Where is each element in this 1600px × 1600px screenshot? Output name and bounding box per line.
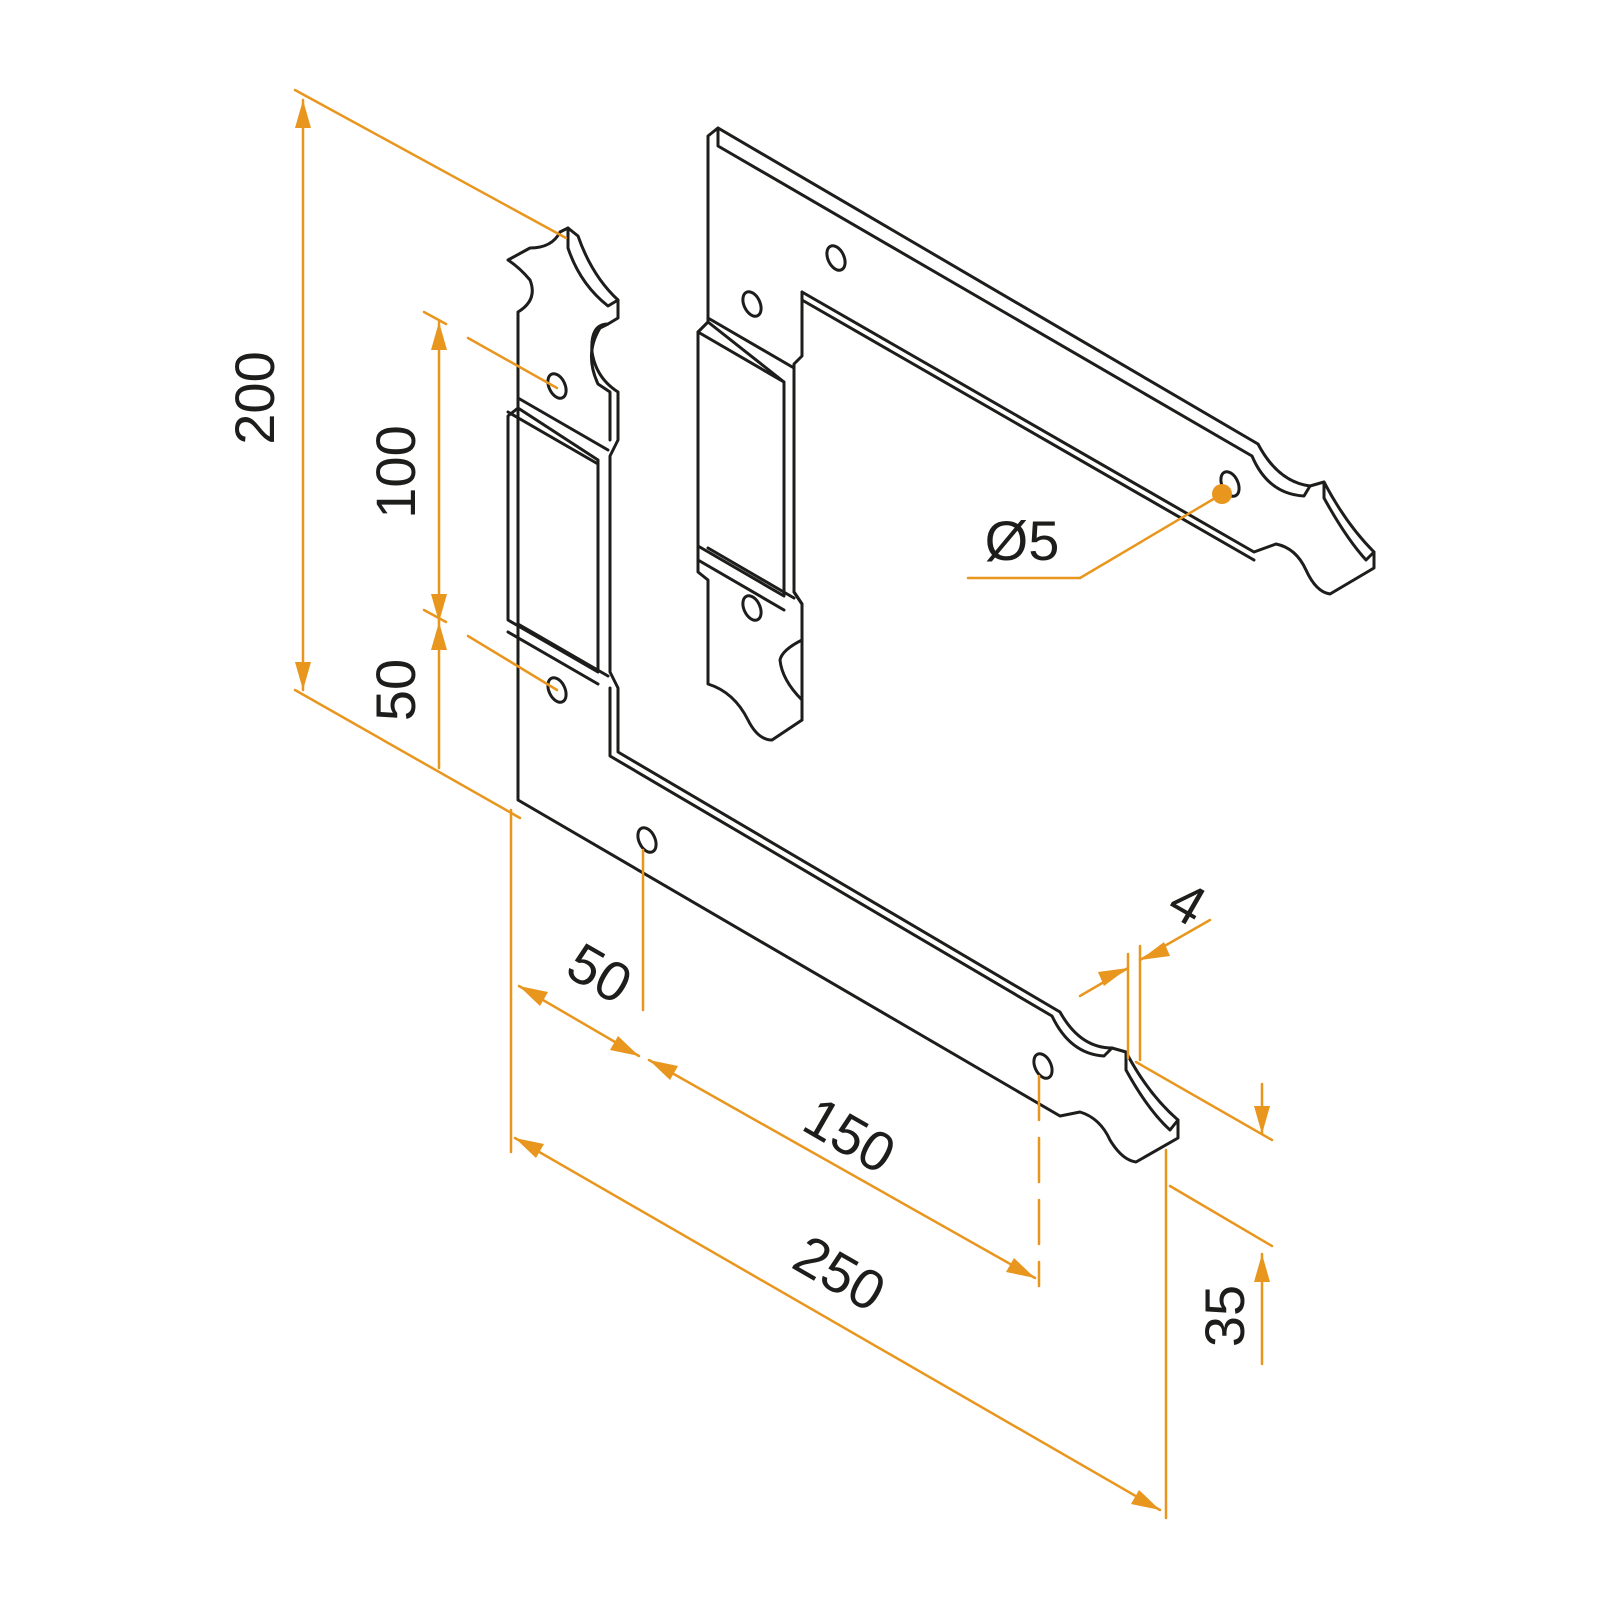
- label-35: 35: [1193, 1285, 1256, 1347]
- arrowhead: [1254, 1254, 1270, 1282]
- label-200: 200: [223, 351, 286, 444]
- hole: [825, 244, 847, 272]
- label-4: 4: [1159, 868, 1217, 938]
- hole: [741, 594, 763, 622]
- arrowhead: [1254, 1106, 1270, 1134]
- front-bracket-slot: [506, 406, 600, 674]
- extension-line: [1168, 1184, 1274, 1248]
- arrowhead: [1131, 1490, 1160, 1510]
- leader-line: [1078, 492, 1224, 580]
- arrowhead: [649, 1060, 678, 1080]
- hole: [546, 372, 568, 400]
- back-bracket-outline: [696, 126, 1376, 742]
- arrowhead: [519, 986, 548, 1006]
- arrowhead: [1098, 968, 1128, 986]
- hole: [636, 826, 658, 854]
- label-diameter: Ø5: [985, 509, 1060, 572]
- extension-line: [293, 88, 568, 240]
- label-50-horizontal: 50: [557, 930, 642, 1016]
- label-150: 150: [794, 1084, 906, 1185]
- back-bracket-edge: [716, 126, 1312, 498]
- hole: [546, 676, 568, 704]
- extension-line: [466, 634, 559, 692]
- back-bracket-edge: [1322, 480, 1376, 562]
- arrowhead: [1140, 942, 1170, 960]
- front-bracket-edge: [590, 322, 612, 442]
- label-50-vertical: 50: [364, 659, 427, 721]
- leader-dot: [1212, 484, 1232, 504]
- extension-line: [422, 608, 448, 624]
- front-bracket-edge: [566, 226, 620, 308]
- arrowhead: [515, 1138, 544, 1158]
- arrowhead: [1006, 1258, 1035, 1278]
- front-bracket-vertical-leg: [506, 226, 1180, 1164]
- back-bracket-edge: [778, 638, 804, 722]
- extension-line: [466, 336, 559, 390]
- label-100: 100: [364, 425, 427, 518]
- back-bracket-inner: [792, 290, 1256, 606]
- arrowhead: [431, 594, 447, 622]
- front-bracket-edge: [608, 686, 1114, 1058]
- dimension-labels: 200 100 50 50 150 250 4 35 Ø5: [223, 351, 1256, 1347]
- extension-line: [1134, 1060, 1274, 1142]
- back-bracket-slot-edge: [696, 316, 796, 612]
- dimension-line-150: [647, 1058, 1037, 1280]
- arrowhead: [610, 1036, 639, 1056]
- hole: [1032, 1052, 1054, 1080]
- arrowhead: [431, 622, 447, 650]
- arrowhead: [295, 100, 311, 128]
- front-bracket-edge: [1124, 1050, 1180, 1132]
- extension-line: [422, 310, 448, 326]
- back-bracket: [696, 126, 1376, 742]
- arrowhead: [295, 662, 311, 690]
- label-250: 250: [784, 1222, 896, 1323]
- front-bracket: [506, 226, 1180, 1164]
- back-bracket-slot: [696, 320, 786, 598]
- dimension-line-250: [513, 1136, 1162, 1512]
- dimension-lines: [293, 88, 1274, 1520]
- extension-line: [293, 688, 522, 820]
- arrowhead: [431, 322, 447, 350]
- hole: [741, 290, 763, 318]
- front-bracket-slot-edge: [506, 396, 610, 686]
